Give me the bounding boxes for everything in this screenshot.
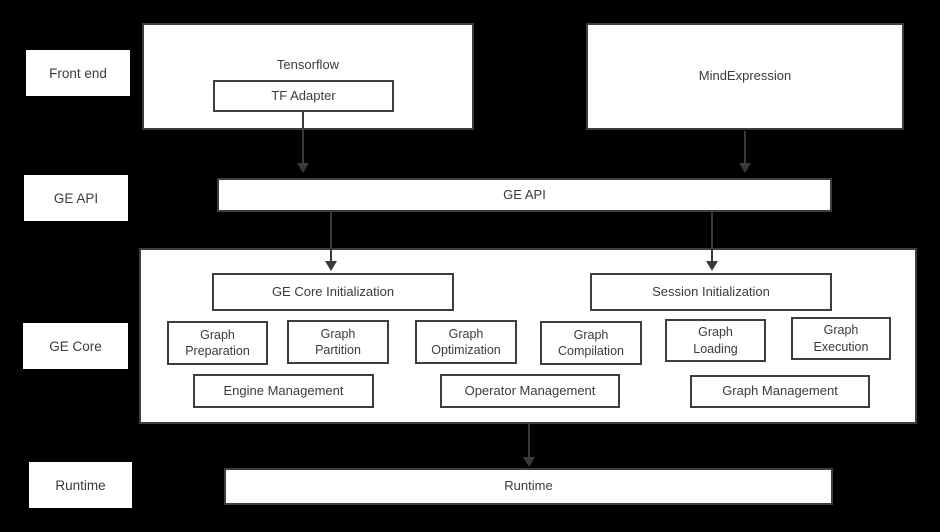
arrow-head-icon [523,457,535,467]
layer-label-ge-api: GE API [24,175,128,221]
mindexpression-box: MindExpression [586,23,904,130]
ge-api-bar: GE API [217,178,832,212]
tf-adapter-label: TF Adapter [271,87,336,103]
stage-line2: Partition [315,343,361,357]
runtime-bar: Runtime [224,468,833,505]
tf-adapter-box: TF Adapter [213,80,394,112]
engine-management-box: Engine Management [193,374,374,408]
stage-line2: Loading [693,341,738,356]
ge-core-initialization-label: GE Core Initialization [271,283,395,299]
arrow-head-icon [297,163,309,173]
session-initialization-box: Session Initialization [590,273,832,311]
tensorflow-box: Tensorflow TF Adapter [142,23,474,130]
operator-management-box: Operator Management [440,374,620,408]
ge-api-bar-label: GE API [503,186,546,202]
stage-line2: Preparation [185,344,250,358]
graph-preparation-box: Graph Preparation [167,321,268,365]
arrow-head-icon [739,163,751,173]
graph-loading-box: Graph Loading [665,319,766,362]
session-initialization-label: Session Initialization [652,283,770,299]
stage-line1: Graph [573,327,609,342]
stage-line2: Compilation [557,344,624,358]
layer-label-ge-core: GE Core [23,323,128,369]
arrow-line [302,112,304,164]
runtime-bar-label: Runtime [504,478,553,494]
operator-management-label: Operator Management [464,382,596,398]
layer-label-text: GE Core [49,338,102,354]
arrow-line [711,212,713,262]
graph-management-box: Graph Management [690,375,870,408]
layer-label-text: Front end [49,65,107,81]
arrow-line [330,212,332,262]
ge-core-initialization-box: GE Core Initialization [212,273,454,311]
stage-line1: Graph [320,326,356,341]
ge-core-box: GE Core Initialization Session Initializ… [139,248,917,424]
arrow-head-icon [325,261,337,271]
arrow-line [528,424,530,458]
arrow-line [744,131,746,164]
tensorflow-title: Tensorflow [276,57,340,72]
stage-line2: Optimization [431,343,501,357]
graph-management-label: Graph Management [722,383,838,399]
engine-management-label: Engine Management [223,382,344,398]
stage-line1: Graph [200,327,235,342]
layer-label-text: Runtime [55,477,106,493]
graph-execution-box: Graph Execution [791,317,891,360]
stage-line1: Graph [448,326,484,341]
graph-optimization-box: Graph Optimization [415,320,517,364]
stage-line2: Execution [813,339,869,354]
graph-compilation-box: Graph Compilation [540,321,642,365]
layer-label-front-end: Front end [26,50,130,96]
stage-line1: Graph [823,323,859,338]
graph-partition-box: Graph Partition [287,320,389,364]
stage-line1: Graph [698,325,733,340]
layer-label-runtime: Runtime [29,462,132,508]
layer-label-text: GE API [53,190,99,206]
mindexpression-label: MindExpression [698,68,792,84]
arrow-head-icon [706,261,718,271]
